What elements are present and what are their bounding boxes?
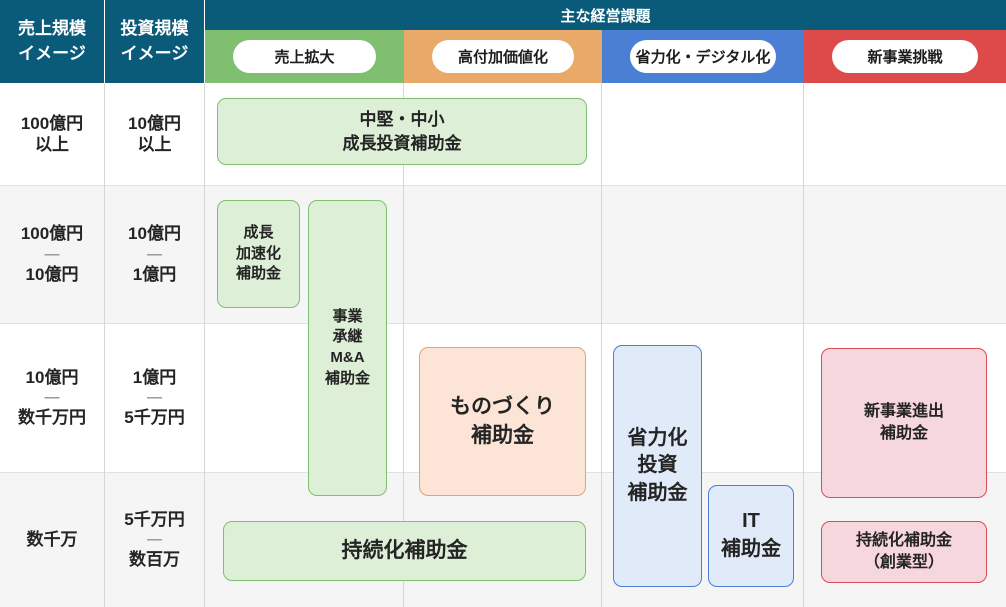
subsidy-box-growth-acceleration[interactable]: 成長 加速化 補助金 [217, 200, 300, 308]
sales-scale-row-4-line-1: 数千万 [26, 529, 78, 549]
category-label-new-business: 新事業挑戦 [832, 40, 978, 73]
investment-scale-row-3-line-2: 5千万円 [124, 408, 185, 427]
subsidy-box-business-succession-ma-line-2: 承継 [332, 328, 363, 346]
column-separator-invest-cat1 [204, 83, 205, 607]
sales-scale-row-2-separator: — [44, 245, 60, 263]
header-investment-scale-line1: 投資規模 [120, 18, 189, 38]
header-sales-scale: 売上規模 イメージ [0, 0, 104, 83]
category-label-high-value-add: 高付加価値化 [431, 40, 575, 73]
category-band-high-value-add: 高付加価値化 [404, 30, 602, 83]
sales-scale-row-1-line-2: 以上 [35, 135, 69, 154]
subsidy-box-jizokuka-startup-line-1: 持続化補助金 [855, 531, 952, 549]
investment-scale-row-4: 5千万円 — 数百万 [105, 472, 204, 607]
investment-scale-row-1: 10億円 以上 [105, 83, 204, 185]
subsidy-box-monozukuri-line-1: ものづくり [450, 394, 555, 418]
subsidy-box-it-line-1: IT [742, 510, 760, 533]
subsidy-box-business-succession-ma-line-3: M&A [330, 349, 365, 366]
subsidy-box-growth-acceleration-line-2: 加速化 [235, 244, 281, 262]
subsidy-box-jizokuka-line-1: 持続化補助金 [341, 538, 468, 562]
header-investment-scale-line2: イメージ [120, 43, 189, 63]
subsidy-box-business-succession-ma[interactable]: 事業 承継 M&A 補助金 [308, 200, 387, 496]
sales-scale-row-3-line-1: 10億円 [25, 367, 79, 387]
investment-scale-row-1-line-2: 以上 [137, 135, 172, 154]
column-separator-cat3-cat4 [803, 83, 804, 607]
header-sales-scale-line2: イメージ [18, 43, 86, 63]
subsidy-box-labor-saving-investment-line-3: 補助金 [627, 481, 688, 504]
investment-scale-row-3: 1億円 — 5千万円 [105, 323, 204, 472]
sales-scale-row-3-line-2: 数千万円 [18, 408, 86, 427]
category-label-labor-saving-digital: 省力化・デジタル化 [630, 40, 776, 73]
subsidy-box-new-business-advance-line-1: 新事業進出 [863, 402, 944, 420]
category-band-new-business: 新事業挑戦 [804, 30, 1006, 83]
subsidy-box-labor-saving-investment-line-2: 投資 [637, 454, 678, 477]
sales-scale-row-2-line-1: 100億円 [20, 224, 84, 244]
subsidy-box-monozukuri[interactable]: ものづくり 補助金 [419, 347, 586, 496]
subsidy-box-jizokuka-startup[interactable]: 持続化補助金 （創業型） [821, 521, 987, 583]
subsidy-box-it[interactable]: IT 補助金 [708, 485, 794, 587]
header-main-title: 主な経営課題 [205, 0, 1006, 30]
subsidy-box-labor-saving-investment[interactable]: 省力化 投資 補助金 [613, 345, 702, 587]
sales-scale-row-4: 数千万 [0, 472, 104, 607]
subsidy-box-growth-acceleration-line-3: 補助金 [235, 265, 281, 283]
subsidy-box-new-business-advance[interactable]: 新事業進出 補助金 [821, 348, 987, 498]
sales-scale-row-2: 100億円 — 10億円 [0, 185, 104, 323]
subsidy-box-business-succession-ma-line-1: 事業 [332, 307, 363, 325]
subsidy-box-monozukuri-line-2: 補助金 [471, 423, 534, 447]
category-band-sales-growth: 売上拡大 [205, 30, 404, 83]
subsidy-box-business-succession-ma-line-4: 補助金 [324, 369, 370, 387]
row-band-2 [0, 185, 1006, 323]
subsidy-box-chuken-chusho-growth-investment-line-1: 中堅・中小 [359, 110, 445, 130]
investment-scale-row-2-separator: — [147, 245, 162, 263]
category-band-labor-saving-digital: 省力化・デジタル化 [602, 30, 804, 83]
category-label-sales-growth: 売上拡大 [232, 40, 377, 73]
subsidy-box-jizokuka[interactable]: 持続化補助金 [223, 521, 586, 581]
subsidy-box-chuken-chusho-growth-investment[interactable]: 中堅・中小 成長投資補助金 [217, 98, 587, 165]
investment-scale-row-3-line-1: 1億円 [132, 367, 177, 387]
investment-scale-row-2: 10億円 — 1億円 [105, 185, 204, 323]
subsidy-box-it-line-2: 補助金 [721, 538, 781, 560]
sales-scale-row-1-line-1: 100億円 [20, 113, 84, 133]
header-sales-scale-line1: 売上規模 [18, 18, 86, 38]
investment-scale-row-4-line-2: 数百万 [129, 550, 180, 569]
sales-scale-row-3: 10億円 — 数千万円 [0, 323, 104, 472]
investment-scale-row-4-separator: — [147, 531, 162, 548]
investment-scale-row-2-line-1: 10億円 [128, 224, 181, 244]
subsidy-box-labor-saving-investment-line-1: 省力化 [627, 426, 688, 449]
sales-scale-row-2-line-2: 10億円 [25, 264, 79, 284]
investment-scale-row-3-separator: — [147, 389, 162, 406]
row-separator-1 [0, 185, 1006, 186]
column-separator-cat2-cat3 [601, 83, 602, 607]
subsidy-box-growth-acceleration-line-1: 成長 [243, 223, 274, 241]
subsidy-box-jizokuka-startup-line-2: （創業型） [863, 554, 944, 571]
investment-scale-row-1-line-1: 10億円 [128, 113, 181, 133]
header-investment-scale: 投資規模 イメージ [105, 0, 204, 83]
sales-scale-row-3-separator: — [44, 389, 60, 406]
subsidy-box-new-business-advance-line-2: 補助金 [879, 425, 928, 442]
column-separator-sales-invest [104, 83, 105, 607]
column-separator-cat1-cat2 [403, 83, 404, 607]
subsidy-box-chuken-chusho-growth-investment-line-2: 成長投資補助金 [342, 133, 462, 153]
row-separator-2 [0, 323, 1006, 324]
sales-scale-row-1: 100億円 以上 [0, 83, 104, 185]
investment-scale-row-4-line-1: 5千万円 [124, 509, 185, 529]
investment-scale-row-2-line-2: 1億円 [132, 264, 177, 284]
